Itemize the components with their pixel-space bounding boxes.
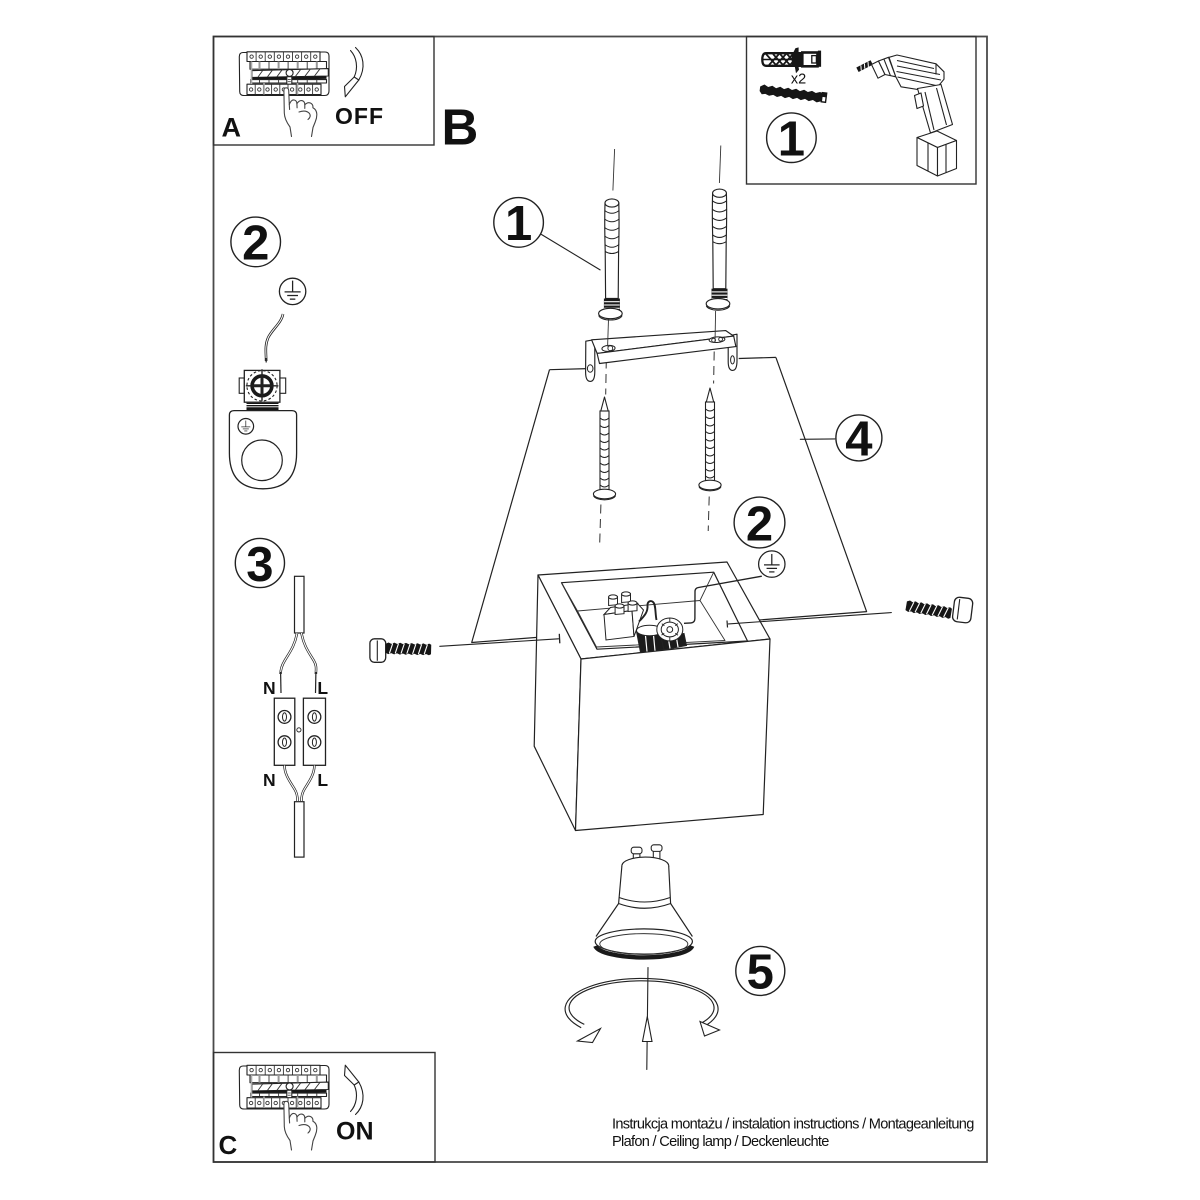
svg-text:x2: x2 bbox=[791, 72, 806, 88]
svg-text:3: 3 bbox=[246, 538, 273, 592]
svg-text:N: N bbox=[263, 678, 276, 698]
svg-text:2: 2 bbox=[242, 217, 269, 271]
svg-text:A: A bbox=[222, 113, 242, 143]
svg-text:4: 4 bbox=[845, 413, 872, 467]
svg-text:L: L bbox=[317, 770, 328, 790]
svg-text:Instrukcja montażu / instalati: Instrukcja montażu / instalation instruc… bbox=[612, 1117, 974, 1133]
svg-text:1: 1 bbox=[505, 197, 532, 251]
svg-text:ON: ON bbox=[336, 1118, 374, 1146]
svg-text:2: 2 bbox=[746, 497, 773, 551]
svg-text:N: N bbox=[263, 770, 276, 790]
svg-text:C: C bbox=[219, 1130, 238, 1160]
svg-text:OFF: OFF bbox=[335, 103, 384, 129]
svg-text:L: L bbox=[317, 678, 328, 698]
svg-text:Plafon / Ceiling lamp / Decken: Plafon / Ceiling lamp / Deckenleuchte bbox=[612, 1134, 829, 1150]
svg-text:B: B bbox=[442, 99, 479, 156]
svg-text:1: 1 bbox=[778, 113, 805, 167]
svg-text:5: 5 bbox=[747, 946, 774, 1000]
